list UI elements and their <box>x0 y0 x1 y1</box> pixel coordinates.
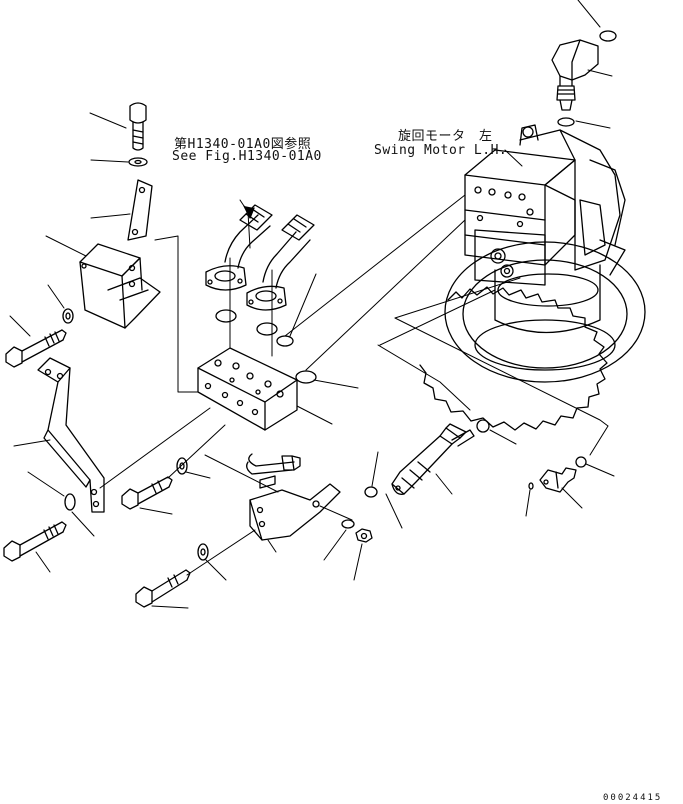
reference-label-jp: 第H1340-01A0図参照 <box>174 137 312 152</box>
bolt-top <box>129 102 147 151</box>
o-ring-elbow <box>557 117 575 127</box>
assembly-lines <box>99 194 609 576</box>
plug <box>539 467 577 493</box>
reference-arrow <box>243 205 255 219</box>
motor-label-en: Swing Motor L.H. <box>374 143 508 158</box>
washer-stay <box>64 493 76 511</box>
hose-right <box>246 214 315 311</box>
washer-left <box>62 308 74 324</box>
washer-top <box>128 157 148 167</box>
stay <box>37 357 105 513</box>
washer-bottom <box>197 543 209 561</box>
o-ring-motor <box>295 370 317 384</box>
reference-label-en: See Fig.H1340-01A0 <box>172 149 322 164</box>
strap <box>127 179 153 241</box>
plate <box>249 483 341 541</box>
nut <box>355 528 373 543</box>
drawing-code: 00024415 <box>603 793 663 803</box>
bolt-left <box>5 329 67 368</box>
o-ring-plug <box>575 456 587 468</box>
o-ring-right <box>256 322 278 336</box>
washer-block <box>176 457 188 475</box>
u-bolt <box>246 453 301 489</box>
sensor <box>391 423 475 495</box>
bolt-bottom <box>135 569 191 608</box>
swing-motor <box>419 124 646 431</box>
leader-lines-top-right <box>575 0 613 129</box>
o-ring-top <box>599 30 617 42</box>
o-ring-small <box>528 482 534 490</box>
o-ring-sensor-tip <box>476 419 490 433</box>
hose-left <box>205 204 273 291</box>
bolt-block <box>121 476 173 510</box>
o-ring-sensor <box>364 486 378 498</box>
leader-lines <box>9 112 615 609</box>
elbow <box>551 39 599 111</box>
o-ring-left <box>215 309 237 323</box>
o-ring-block <box>276 335 294 347</box>
motor-label-jp: 旋回モータ 左 <box>398 129 493 144</box>
block <box>197 347 298 431</box>
bracket <box>79 243 161 329</box>
washer-plate <box>341 519 355 529</box>
bolt-bottom-left <box>3 521 67 562</box>
